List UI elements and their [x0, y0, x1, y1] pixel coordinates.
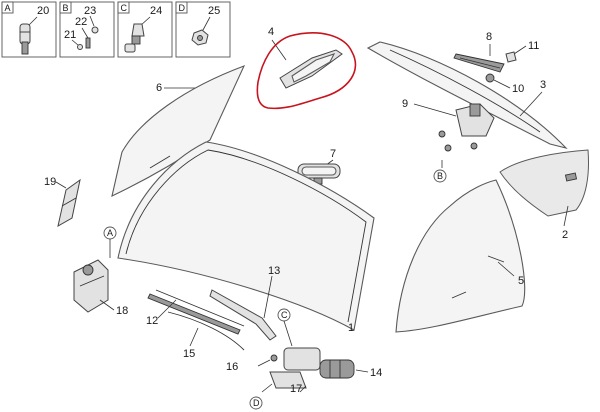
circle-letter-d-text: D	[253, 398, 260, 408]
callout-24: 24	[150, 5, 162, 17]
legend-box-d-letter: D	[179, 3, 186, 13]
legend-box-a[interactable]: A 20	[1, 1, 57, 58]
part-1-windshield[interactable]: 1	[117, 141, 375, 334]
legend-box-c-letter: C	[121, 3, 128, 13]
part-14-wiper-motor[interactable]: C 14 16 17 D	[226, 308, 382, 410]
callout-19: 19	[44, 176, 56, 188]
circle-letter-b-text: B	[437, 171, 443, 181]
callout-8: 8	[486, 31, 492, 43]
callout-3: 3	[540, 79, 546, 91]
callout-10: 10	[512, 83, 524, 95]
part-6-side-glass[interactable]: 6	[111, 65, 246, 197]
legend-box-d[interactable]: D 25	[175, 1, 231, 58]
part-2-quarter-glass[interactable]: 2	[499, 149, 589, 241]
part-4-trim-panel[interactable]: 4	[256, 26, 357, 110]
part-18-reservoir[interactable]: A 18	[73, 226, 128, 317]
callout-16: 16	[226, 361, 238, 373]
callout-9: 9	[402, 98, 408, 110]
callout-18: 18	[116, 305, 128, 317]
screw-clip-icon	[71, 15, 99, 50]
callout-7: 7	[330, 148, 336, 160]
part-3-rear-glass[interactable]: 3	[366, 41, 568, 149]
part-9-rear-motor[interactable]: 9 B	[402, 98, 495, 183]
callout-14: 14	[370, 367, 382, 379]
part-7-mirror[interactable]: 7	[297, 148, 341, 185]
legend-box-b-letter: B	[63, 3, 69, 13]
callout-1: 1	[348, 322, 354, 334]
bolt-icon	[19, 16, 38, 55]
legend-box-a-letter: A	[5, 3, 11, 13]
part-19-tube[interactable]: 19	[44, 176, 81, 227]
stud-icon	[124, 16, 151, 53]
callout-5: 5	[518, 275, 524, 287]
callout-25: 25	[208, 5, 220, 17]
callout-6: 6	[156, 82, 162, 94]
circle-letter-d	[249, 396, 263, 410]
callout-20: 20	[37, 5, 49, 17]
part-8-rear-wiper[interactable]: 8	[453, 31, 505, 73]
part-11-nut[interactable]: 11	[505, 40, 539, 63]
legend-box-c[interactable]: C 24	[117, 1, 173, 58]
callout-22: 22	[75, 16, 87, 28]
circle-letter-a-text: A	[107, 228, 113, 238]
part-13-wiper-arm[interactable]: 13	[209, 265, 280, 341]
callout-4: 4	[268, 26, 274, 38]
callout-11: 11	[528, 40, 539, 52]
legend-box-b[interactable]: B 23 22 21	[59, 1, 115, 58]
circle-letter-b	[433, 169, 447, 183]
callout-17: 17	[290, 383, 302, 395]
callout-23: 23	[84, 5, 96, 17]
callout-15: 15	[183, 348, 195, 360]
part-12-wiper-blade[interactable]: 12	[146, 289, 245, 335]
part-10-cap[interactable]: 10	[485, 73, 524, 95]
callout-12: 12	[146, 315, 158, 327]
nut-icon	[191, 16, 211, 46]
part-5-side-glass[interactable]: 5	[395, 179, 526, 333]
callout-2: 2	[562, 229, 568, 241]
circle-letter-c-text: C	[281, 310, 288, 320]
part-15-wiper-rubber[interactable]: 15	[167, 311, 245, 360]
highlight-ring	[256, 32, 357, 110]
callout-13: 13	[268, 265, 280, 277]
callout-21: 21	[64, 29, 76, 41]
